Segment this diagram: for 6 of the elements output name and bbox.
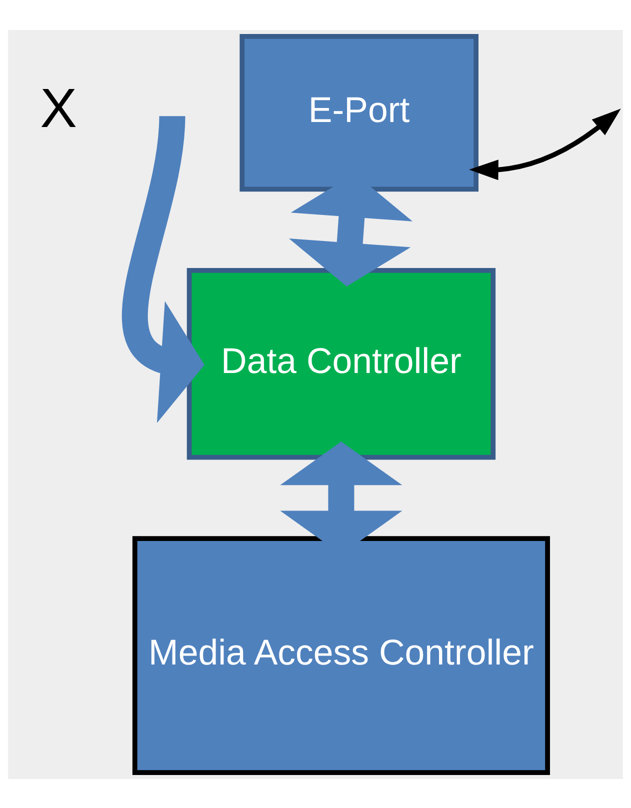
arrow (469, 108, 621, 180)
arrow (122, 114, 204, 422)
node-box: E-Port (240, 34, 478, 192)
node-box: Media Access Controller (132, 536, 550, 774)
label: X (40, 76, 77, 138)
node-box: Data Controller (186, 268, 496, 460)
